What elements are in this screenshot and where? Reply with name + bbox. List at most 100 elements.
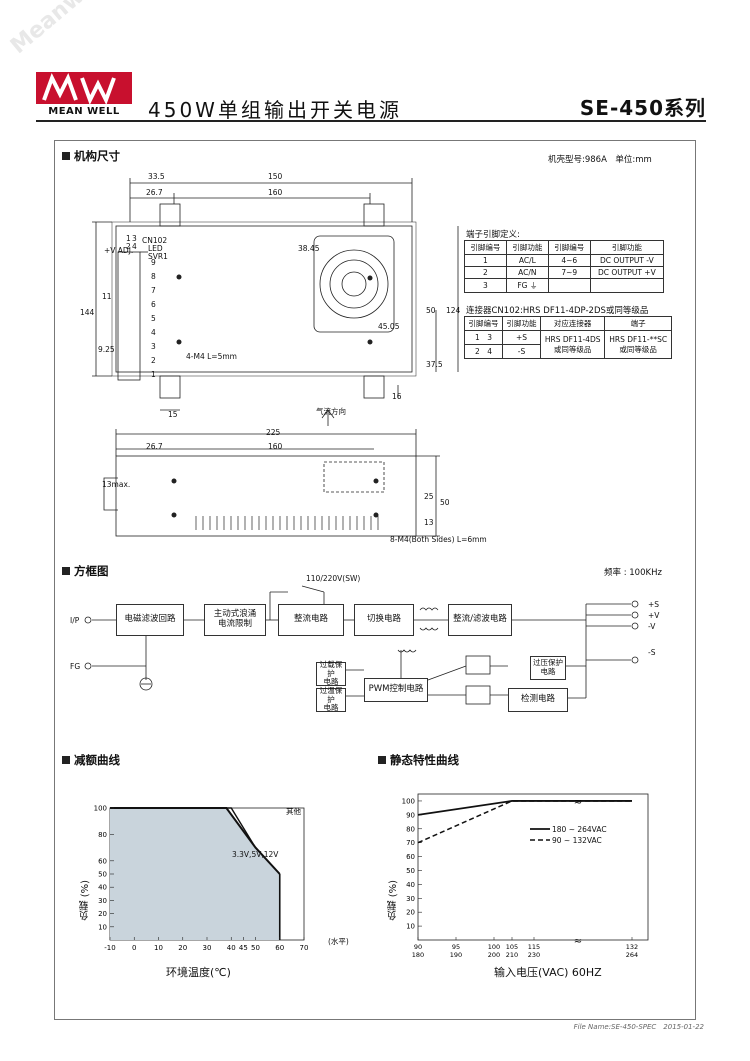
x-tick-label: 50 xyxy=(251,944,260,952)
cell: 1 3 xyxy=(464,330,503,345)
terminal-8: 8 xyxy=(151,272,156,281)
label-cn102: CN102 xyxy=(142,236,168,245)
terminal-6: 6 xyxy=(151,300,156,309)
y-tick-label: 20 xyxy=(98,910,107,918)
cell: 2 4 xyxy=(464,344,503,359)
dim-38-45: 38.45 xyxy=(298,244,320,253)
y-tick-label: 30 xyxy=(98,897,107,905)
y-tick-label: 80 xyxy=(406,825,415,833)
terminal-1: 1 xyxy=(151,370,156,379)
x-tick-label: 210 xyxy=(506,951,518,959)
x-tick-label: 45 xyxy=(239,944,248,952)
x-tick-label: 60 xyxy=(275,944,284,952)
cell: 7~9 xyxy=(547,266,591,279)
x-tick-label: 105 xyxy=(506,943,518,951)
y-tick-label: 60 xyxy=(406,853,415,861)
cell: DC OUTPUT -V xyxy=(589,254,665,267)
cell: +S xyxy=(502,330,541,345)
y-tick-label: 30 xyxy=(406,895,415,903)
x-tick-label: 115 xyxy=(528,943,540,951)
x-tick-label: -10 xyxy=(104,944,115,952)
static-chart: 1009080706050403020109018095190100200105… xyxy=(402,793,649,959)
terminal-3: 3 xyxy=(151,342,156,351)
y-tick-label: 90 xyxy=(406,811,415,819)
file-name: File Name:SE-450-SPEC 2015-01-22 xyxy=(573,1023,704,1031)
x-tick-label: 190 xyxy=(450,951,462,959)
mechanical-drawing xyxy=(92,178,459,537)
label-m4-side: 8-M4(Both Sides) L=6mm xyxy=(390,535,487,544)
case-info: 机壳型号:986A 单位:mm xyxy=(548,155,652,165)
dim-16: 16 xyxy=(392,392,402,401)
block-switching: 切换电路 xyxy=(354,604,414,636)
y-tick-label: 40 xyxy=(406,881,415,889)
dim-11: 11 xyxy=(102,292,112,301)
y-tick-label: 80 xyxy=(98,831,107,839)
terminal-table-title: 端子引脚定义: xyxy=(466,230,520,240)
label-switch: 110/220V(SW) xyxy=(306,574,361,583)
port-input: I/P xyxy=(70,616,80,625)
content-frame xyxy=(54,140,696,1020)
y-tick-label: 50 xyxy=(406,867,415,875)
dim-50-side: 50 xyxy=(440,498,450,507)
y-tick-label: 70 xyxy=(406,839,415,847)
derating-label-other: 其他 xyxy=(286,807,301,816)
label-13max: 13max. xyxy=(102,480,131,489)
terminal-2: 2 xyxy=(151,356,156,365)
plot-frame xyxy=(417,793,649,941)
terminal-table: 引脚编号 引脚功能 引脚编号 引脚功能 1 AC/L 4~6 DC OUTPUT… xyxy=(464,240,665,293)
axis-break-mark: ≈ xyxy=(574,936,582,947)
dim-45-05: 45.05 xyxy=(378,322,400,331)
cell: AC/N xyxy=(505,266,549,279)
brand-name: MEAN WELL xyxy=(48,106,120,117)
mean-well-logo xyxy=(36,72,132,106)
derating-fill xyxy=(110,808,280,940)
dim-144: 144 xyxy=(80,308,95,317)
series-line-low xyxy=(417,800,632,844)
cn-pin-1: 1 xyxy=(126,234,131,243)
y-tick-label: 20 xyxy=(406,909,415,917)
port-plus-v: +V xyxy=(648,611,660,620)
th-terminal: 端子 xyxy=(604,316,672,331)
cell xyxy=(589,278,665,293)
mechanical-section-title: 机构尺寸 xyxy=(62,148,120,164)
cn-pin-3: 3 xyxy=(132,234,137,243)
block-rectifier: 整流电路 xyxy=(278,604,344,636)
cell: 2 xyxy=(464,266,507,279)
x-tick-label: 20 xyxy=(178,944,187,952)
cell xyxy=(547,278,591,293)
cn-pin-2: 2 xyxy=(126,242,131,251)
static-x-label: 输入电压(VAC) 60HZ xyxy=(494,966,602,979)
header-rule xyxy=(36,120,706,122)
derating-x-unit: (水平) xyxy=(328,937,349,946)
cell: 4~6 xyxy=(547,254,591,267)
static-legend-1: 180 ~ 264VAC xyxy=(552,825,607,834)
series-line-1 xyxy=(110,807,281,875)
dim-124: 124 xyxy=(446,306,461,315)
x-tick-label: 100 xyxy=(488,943,500,951)
dim-160: 160 xyxy=(268,188,283,197)
y-tick-label: 10 xyxy=(406,923,415,931)
dim-26-7-side: 26.7 xyxy=(146,442,163,451)
label-vadj: +V ADJ. xyxy=(104,246,134,255)
terminal-7: 7 xyxy=(151,286,156,295)
static-y-label: 负载 (%) xyxy=(388,880,399,921)
connector-table-title: 连接器CN102:HRS DF11-4DP-2DS或同等级品 xyxy=(466,306,649,316)
x-tick-label: 200 xyxy=(488,951,500,959)
block-overvoltage-protection: 过压保护 电路 xyxy=(530,656,566,680)
block-output-filter: 整流/滤波电路 xyxy=(448,604,512,636)
x-tick-label: 70 xyxy=(300,944,309,952)
dim-160-side: 160 xyxy=(268,442,283,451)
port-minus-s: -S xyxy=(648,648,656,657)
label-led: LED xyxy=(148,244,163,253)
x-tick-label: 30 xyxy=(203,944,212,952)
x-tick-label: 264 xyxy=(626,951,638,959)
derating-x-label: 环境温度(℃) xyxy=(166,966,231,979)
block-inrush-limit: 主动式浪涌 电流限制 xyxy=(204,604,266,636)
table-row: 3 FG ⏚ xyxy=(464,278,665,293)
cn-pin-4: 4 xyxy=(132,242,137,251)
port-plus-s: +S xyxy=(648,600,660,609)
x-tick-label: 180 xyxy=(412,951,424,959)
static-section-title: 静态特性曲线 xyxy=(378,752,459,768)
table-row: 1 AC/L 4~6 DC OUTPUT -V xyxy=(464,254,665,267)
